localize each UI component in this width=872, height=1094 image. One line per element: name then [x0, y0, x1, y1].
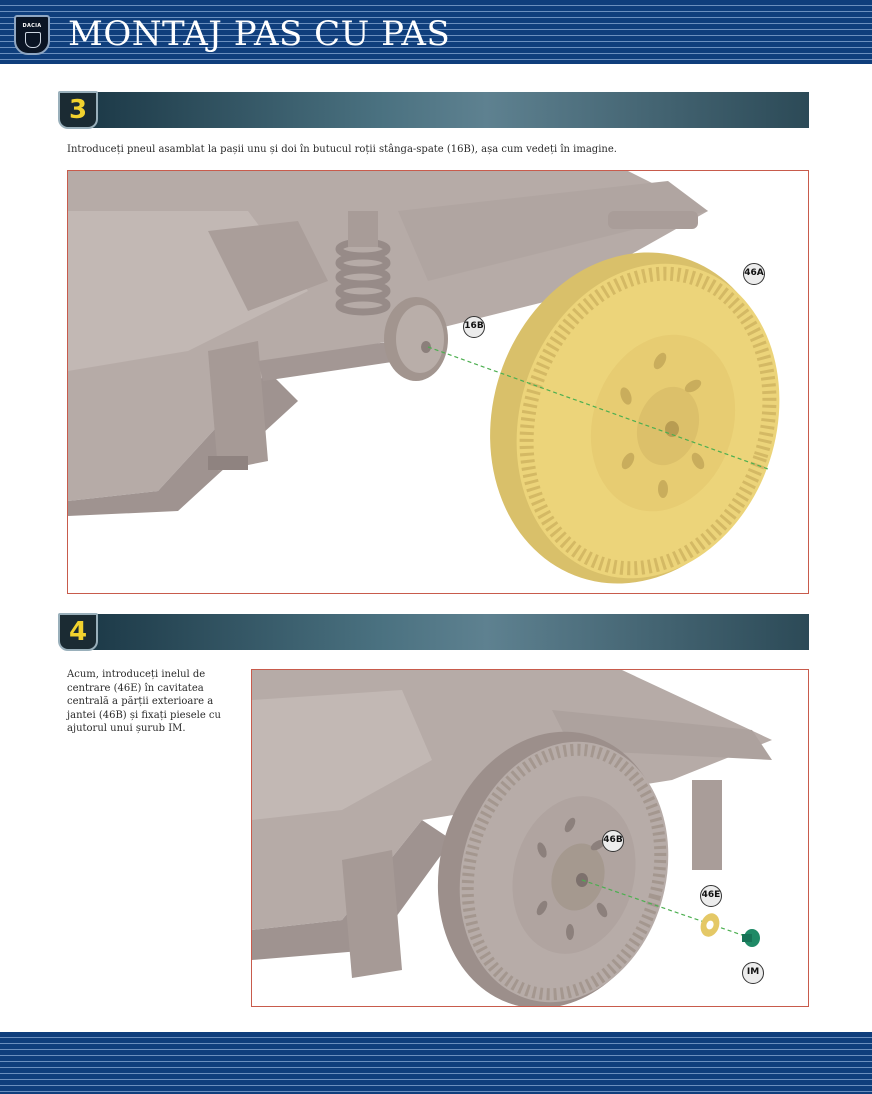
step-3-bar	[92, 92, 809, 128]
step-3-illustration: 16B 46A	[67, 170, 809, 594]
callout-16b: 16B	[463, 316, 485, 338]
step-4-instruction: Acum, introduceți inelul de centrare (46…	[67, 669, 221, 734]
brand-logo: DACIA	[14, 15, 50, 55]
header-banner: DACIA MONTAJ PAS CU PAS	[0, 0, 872, 64]
step-4-number: 4	[58, 613, 98, 651]
callout-46e: 46E	[700, 885, 722, 907]
page-title: MONTAJ PAS CU PAS	[68, 14, 451, 54]
callout-46a: 46A	[743, 263, 765, 285]
step-3-instruction: Introduceți pneul asamblat la pașii unu …	[67, 144, 617, 155]
rear-axle-wheel-diagram	[68, 171, 780, 584]
footer-banner	[0, 1032, 872, 1094]
step-4-bar	[92, 614, 809, 650]
callout-im: IM	[742, 962, 764, 984]
step-4-illustration: 46B 46E IM	[251, 669, 809, 1007]
crest-icon	[25, 32, 41, 48]
logo-text: DACIA	[22, 23, 42, 29]
wheel-rim-assembly-diagram	[252, 670, 772, 1006]
step-3-number: 3	[58, 91, 98, 129]
callout-46b: 46B	[602, 830, 624, 852]
